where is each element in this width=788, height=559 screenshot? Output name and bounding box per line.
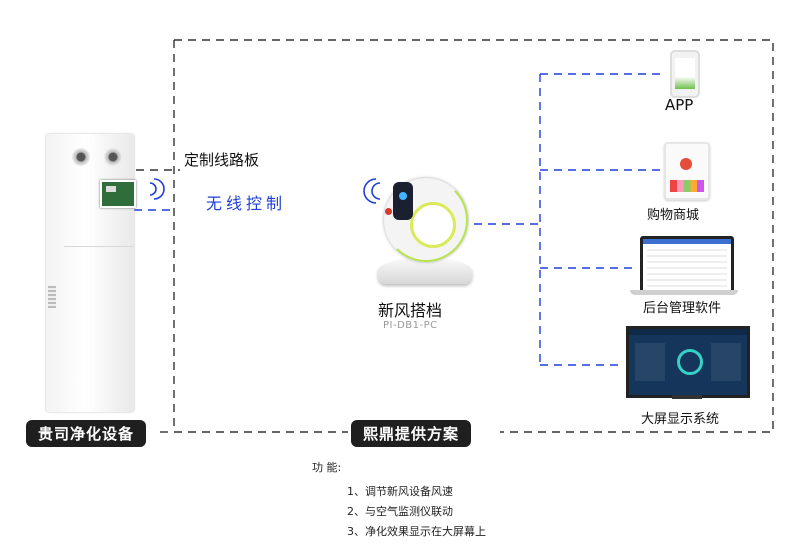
outer-dashed-loop (174, 39, 774, 433)
device-base (378, 258, 472, 284)
function-item: 3、净化效果显示在大屏幕上 (347, 525, 486, 538)
shop-label: 购物商城 (647, 208, 700, 223)
wireless-icon-board (149, 178, 165, 200)
device-glow (384, 178, 468, 262)
side-vent (48, 286, 56, 308)
board-label: 定制线路板 (184, 151, 260, 169)
brand-logo-icon (385, 208, 392, 215)
purifier-unit (46, 134, 134, 412)
big-screen-stand (672, 395, 702, 399)
solution-pill: 熙鼎提供方案 (351, 420, 472, 447)
app-label: APP (665, 96, 694, 114)
shop-tablet-icon (664, 142, 710, 200)
device-name: 新风搭档 (378, 301, 443, 320)
laptop-base (630, 290, 738, 295)
backend-label: 后台管理软件 (643, 301, 722, 316)
left-dashed-vertical (173, 40, 348, 433)
device-screen (393, 182, 413, 220)
wireless-icon-device (363, 178, 381, 204)
bigscreen-label: 大屏显示系统 (641, 412, 720, 427)
wireless-label: 无线控制 (206, 194, 287, 213)
big-screen-icon (626, 326, 750, 398)
functions-title: 功 能: (312, 461, 342, 474)
panel-seam (64, 246, 134, 247)
circuit-board-icon (100, 180, 136, 208)
air-port-left (72, 148, 90, 166)
device-ring-hole (410, 202, 456, 248)
laptop-icon (640, 236, 734, 294)
function-item: 2、与空气监测仪联动 (347, 505, 453, 518)
phone-icon (670, 50, 700, 98)
client-equipment-pill: 贵司净化设备 (26, 420, 147, 447)
device-model: PI-DB1-PC (383, 320, 438, 331)
air-port-right (104, 148, 122, 166)
function-item: 1、调节新风设备风速 (347, 485, 453, 498)
